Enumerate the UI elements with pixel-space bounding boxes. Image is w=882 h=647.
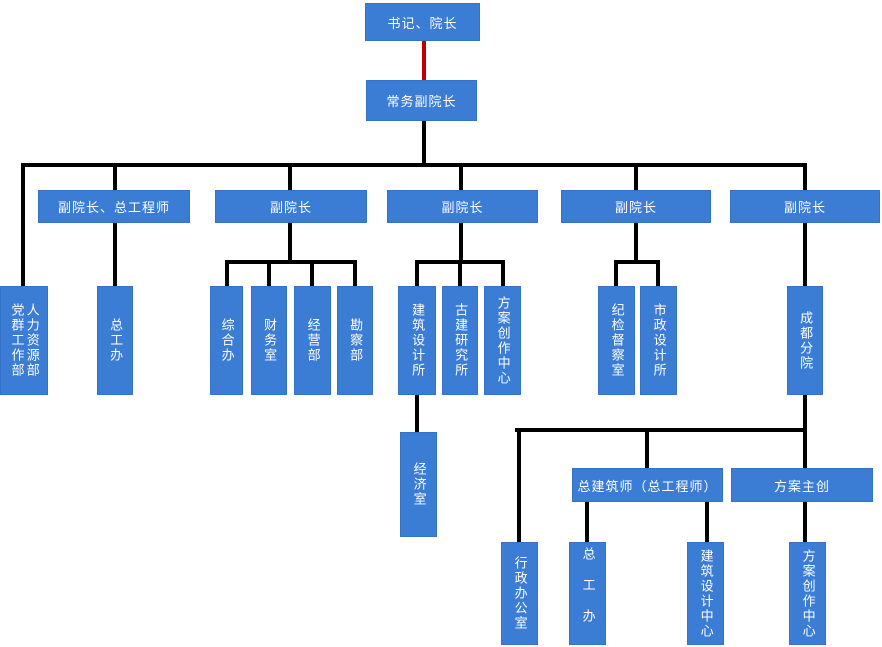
connector <box>415 394 419 434</box>
node-label: 经营部 <box>305 318 321 363</box>
node-label: 党群工作部 <box>9 303 25 378</box>
connector <box>310 260 314 288</box>
node-operations-dept[interactable]: 经营部 <box>294 286 331 395</box>
node-label: 副院长 <box>614 200 657 215</box>
connector <box>225 260 229 288</box>
node-vice-president-5[interactable]: 副院长 <box>730 190 880 223</box>
connector-highlight <box>422 41 426 81</box>
node-cd-architectural-design-center[interactable]: 建筑设计中心 <box>687 542 724 645</box>
node-secretary-president[interactable]: 书记、院长 <box>365 3 480 41</box>
node-label: 副院长 <box>783 200 826 215</box>
node-cd-chief-engineer-office[interactable]: 总工办 <box>569 542 606 645</box>
node-label: 副院长 <box>269 200 312 215</box>
node-concept-lead[interactable]: 方案主创 <box>731 468 873 502</box>
node-admin-office[interactable]: 行政办公室 <box>501 542 538 645</box>
node-party-mass-and-hr[interactable]: 党群工作部 人力资源部 <box>0 286 48 395</box>
node-discipline-inspection-office[interactable]: 纪检督察室 <box>598 286 635 395</box>
connector <box>515 428 807 432</box>
node-label: 人力资源部 <box>24 303 40 378</box>
node-vice-president-2[interactable]: 副院长 <box>215 190 367 223</box>
node-survey-dept[interactable]: 勘察部 <box>337 286 373 395</box>
connector <box>803 163 807 288</box>
node-label: 古建研究所 <box>453 303 469 378</box>
node-label: 建筑设计所 <box>410 303 426 378</box>
node-label: 经济室 <box>411 462 427 507</box>
node-label: 书记、院长 <box>387 15 458 31</box>
node-label: 副院长、总工程师 <box>57 200 170 215</box>
node-finance-office[interactable]: 财务室 <box>251 286 287 395</box>
node-label: 纪检督察室 <box>609 303 625 378</box>
connector <box>803 500 807 544</box>
node-label: 副院长 <box>441 200 484 215</box>
node-vice-president-3[interactable]: 副院长 <box>387 190 538 223</box>
connector <box>21 163 807 167</box>
connector <box>803 394 807 432</box>
node-label: 行政办公室 <box>512 556 528 631</box>
node-label: 总建筑师（总工程师） <box>577 478 718 494</box>
connector <box>585 500 589 544</box>
connector <box>614 260 660 264</box>
node-cd-concept-creation-center[interactable]: 方案创作中心 <box>789 542 826 645</box>
connector <box>353 260 357 288</box>
node-economy-office[interactable]: 经济室 <box>400 432 437 537</box>
connector <box>415 260 419 288</box>
node-vp-chief-engineer[interactable]: 副院长、总工程师 <box>38 190 190 223</box>
node-label: 财务室 <box>262 318 278 363</box>
node-executive-vice-president[interactable]: 常务副院长 <box>366 80 477 121</box>
connector <box>267 260 271 288</box>
node-chief-architect[interactable]: 总建筑师（总工程师） <box>572 468 723 502</box>
node-label: 方案主创 <box>773 478 830 494</box>
connector <box>705 500 709 544</box>
connector <box>803 428 807 470</box>
node-label: 建筑设计中心 <box>698 548 714 639</box>
node-chief-engineer-office[interactable]: 总工办 <box>97 286 133 395</box>
connector <box>458 260 462 288</box>
node-label: 成都分院 <box>798 310 814 371</box>
node-municipal-design-institute[interactable]: 市政设计所 <box>640 286 677 395</box>
connector <box>517 428 521 544</box>
connector <box>422 121 426 167</box>
node-label: 市政设计所 <box>651 303 667 378</box>
node-label: 常务副院长 <box>386 94 457 109</box>
connector <box>645 428 649 470</box>
connector <box>113 163 117 288</box>
node-vice-president-4[interactable]: 副院长 <box>561 190 711 223</box>
node-chengdu-branch[interactable]: 成都分院 <box>787 286 823 395</box>
connector <box>656 260 660 288</box>
node-concept-creation-center[interactable]: 方案创作中心 <box>484 286 521 395</box>
node-heritage-research-institute[interactable]: 古建研究所 <box>442 286 478 395</box>
connector <box>225 260 357 264</box>
connector <box>501 260 505 288</box>
node-architectural-design-institute[interactable]: 建筑设计所 <box>398 286 436 395</box>
node-label: 总工办 <box>108 318 124 363</box>
connector <box>21 163 25 288</box>
node-label: 方案创作中心 <box>800 548 816 639</box>
node-label: 勘察部 <box>348 318 364 363</box>
node-general-office[interactable]: 综合办 <box>210 286 243 395</box>
connector <box>614 260 618 288</box>
node-label: 综合办 <box>219 318 235 363</box>
node-label: 方案创作中心 <box>495 295 511 386</box>
node-label: 总工办 <box>580 547 596 640</box>
